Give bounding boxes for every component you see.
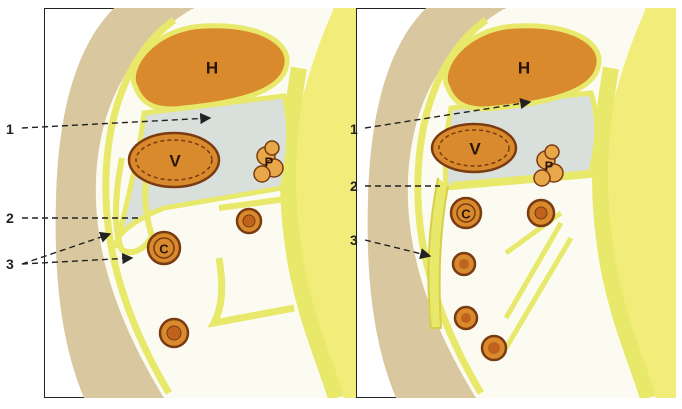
callout-left-3: 3 [6, 256, 14, 272]
mesentery-branch-2 [503, 221, 564, 320]
pancreas-label: P [264, 154, 274, 170]
abdominal-wall [367, 8, 506, 398]
pancreas-shape [253, 140, 284, 183]
leader-left-3b [21, 252, 134, 265]
callout-right-1: 1 [350, 121, 358, 137]
callout-right-2: 2 [350, 178, 358, 194]
diagram-right-drawing [356, 8, 676, 398]
diagram-left: H V P C [44, 8, 364, 398]
stomach-mucosa [438, 129, 510, 167]
transverse-colon-lumen [456, 203, 476, 223]
callout-right-3: 3 [350, 232, 358, 248]
posterior-peritoneum [280, 66, 344, 398]
small-intestine-lumen [459, 259, 469, 269]
stomach-shape [127, 131, 221, 189]
stomach-mucosa [135, 139, 213, 181]
liver-shape [130, 23, 290, 112]
transverse-mesocolon [450, 169, 602, 190]
greater-omentum [113, 157, 156, 256]
liver-shape [442, 23, 602, 112]
leader-right-3 [364, 239, 432, 260]
small-intestine-lumen [488, 342, 500, 354]
posterior-peritoneum [592, 66, 656, 398]
colon-label: C [461, 206, 471, 222]
callout-left-2: 2 [6, 210, 14, 226]
small-intestine-lumen [461, 313, 471, 323]
mesentery [207, 257, 295, 328]
duodenum-lumen [534, 206, 548, 220]
stomach-label: V [469, 139, 481, 159]
leader-left-3a [21, 231, 112, 265]
transverse-colon-lumen [153, 237, 175, 259]
transverse-colon-shape [449, 196, 483, 230]
stomach-shape [430, 122, 518, 174]
diagram-right: H V P C [356, 8, 676, 398]
mesentery-branch-3 [503, 236, 574, 350]
stomach-label: V [169, 151, 181, 171]
pancreas-shape [533, 144, 564, 187]
pancreas-label: P [544, 158, 554, 174]
leader-right-1 [364, 97, 532, 129]
duodenum-lumen [242, 214, 256, 228]
greater-omentum-fused [427, 177, 449, 329]
colon-label: C [159, 241, 169, 257]
transverse-colon-shape [146, 230, 182, 266]
liver-label: H [517, 58, 531, 78]
leader-left-1 [21, 112, 212, 129]
transverse-mesocolon [218, 195, 295, 211]
callout-left-1: 1 [6, 121, 14, 137]
small-intestine-lumen [166, 325, 182, 341]
liver-label: H [205, 58, 219, 78]
diagram-left-drawing [44, 8, 364, 398]
abdominal-wall [55, 8, 194, 398]
